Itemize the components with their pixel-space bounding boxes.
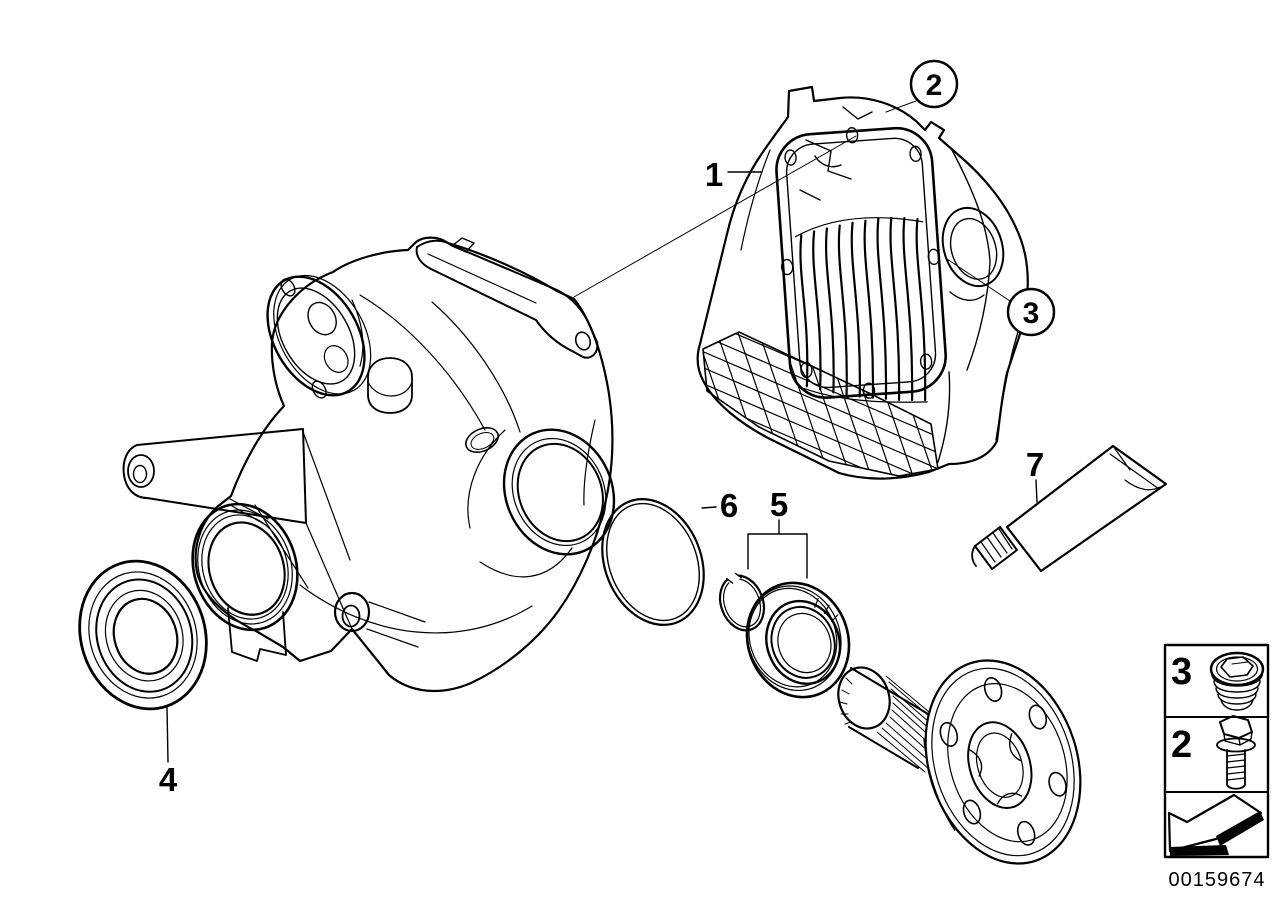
spline-end-cap xyxy=(837,666,891,730)
splined-shaft xyxy=(837,666,945,773)
gasket-bolt-hole xyxy=(927,248,941,266)
callout-1-leader xyxy=(573,135,857,298)
final-drive-housing-drawing xyxy=(122,236,616,693)
legend-row-drain-plug[interactable]: 3 xyxy=(1171,651,1265,711)
bracket-lug xyxy=(451,237,475,253)
cover-left-edge-line xyxy=(740,149,771,251)
gasket-bolt-hole xyxy=(784,149,797,166)
flange-bolt-hole xyxy=(1028,704,1048,730)
shaft-seal-part4 xyxy=(78,559,208,711)
rear-opening-flange xyxy=(502,428,616,556)
callout-5-bracket xyxy=(747,519,808,579)
flange-bolt-hole xyxy=(983,677,1003,702)
pinion-flange xyxy=(266,274,372,399)
flange-bolt-hole xyxy=(962,799,982,825)
mounting-arm xyxy=(122,428,307,524)
front-output-flange xyxy=(191,502,299,632)
legend-row-hex-bolt[interactable]: 2 xyxy=(1171,715,1256,790)
callout-5-label[interactable]: 5 xyxy=(770,486,788,523)
legend-row-direction-arrow[interactable] xyxy=(1167,793,1264,856)
gasket-bolt-hole xyxy=(919,353,933,370)
callout-2-circle[interactable] xyxy=(909,59,959,109)
bracket-bolt-hole xyxy=(574,331,592,351)
spline-hatch xyxy=(876,675,945,773)
callout-2-label[interactable]: 2 xyxy=(926,69,943,102)
hex-bolt-icon xyxy=(1216,715,1256,790)
top-bracket-inner-line xyxy=(427,253,537,304)
cover-side-wall-curves xyxy=(937,149,1019,463)
casting-rib-curves xyxy=(229,294,596,634)
gasket-bolt-hole xyxy=(780,258,794,276)
sealant-tube-part7 xyxy=(971,444,1168,573)
top-boss xyxy=(367,357,413,414)
cover-baffle-details xyxy=(799,106,985,301)
gasket-bolt-hole xyxy=(845,127,859,144)
callout-7-leader xyxy=(1035,479,1038,503)
tube-cap xyxy=(974,526,1018,570)
tube-body xyxy=(1005,444,1168,573)
direction-arrow-icon xyxy=(1167,793,1264,856)
legend-border xyxy=(1163,643,1270,859)
callout-1-label[interactable]: 1 xyxy=(705,156,723,193)
callout-3-circle[interactable] xyxy=(1006,287,1056,337)
tube-cap-ribs xyxy=(980,528,1013,563)
gasket-bolt-hole xyxy=(909,145,922,163)
callout-4-leader xyxy=(166,706,169,763)
shaft-seal-part5 xyxy=(745,581,851,699)
flange-bolt-hole xyxy=(1048,771,1067,797)
o-ring-part6 xyxy=(601,498,705,626)
callout-4-label[interactable]: 4 xyxy=(159,761,178,798)
diagram-part-number: 00159674 xyxy=(1169,869,1266,891)
top-bracket xyxy=(415,239,599,359)
callout-3-leader xyxy=(946,258,1011,302)
flange-bolt-hole xyxy=(939,721,959,747)
body-oval-hole xyxy=(465,427,499,453)
legend-box: 3 2 xyxy=(1163,643,1270,859)
housing-silhouette xyxy=(194,236,614,693)
cooling-fins xyxy=(794,216,928,403)
legend-row1-label: 3 xyxy=(1171,651,1192,693)
callout-2-leader xyxy=(885,100,917,113)
flange-bolt-hole xyxy=(1016,820,1036,846)
rear-cover-drawing xyxy=(696,85,1029,480)
lock-ring-part5 xyxy=(718,570,766,632)
bottom-bushing-eye xyxy=(333,591,371,633)
callout-6-leader xyxy=(701,506,717,509)
bottom-bushing-boss-lines xyxy=(366,601,426,648)
arm-bushing-eye xyxy=(127,454,155,488)
legend-row2-label: 2 xyxy=(1171,724,1192,766)
callout-6-label[interactable]: 6 xyxy=(720,487,738,524)
callout-7-label[interactable]: 7 xyxy=(1026,446,1044,483)
output-flange-drawing xyxy=(923,659,1082,865)
top-boss-mid-arc xyxy=(367,381,413,397)
oil-drain-plug-icon xyxy=(1209,651,1265,711)
flange-center-opening xyxy=(967,721,1033,809)
cover-silhouette xyxy=(696,85,1029,480)
callouts: 1 2 3 4 5 6 7 xyxy=(159,59,1056,798)
spline-cap-ticks xyxy=(839,677,853,725)
callout-3-label[interactable]: 3 xyxy=(1023,297,1040,330)
arm-bushing-bore xyxy=(132,464,148,484)
front-flange-lug xyxy=(227,607,287,662)
bottom-bushing-bore xyxy=(341,604,361,628)
